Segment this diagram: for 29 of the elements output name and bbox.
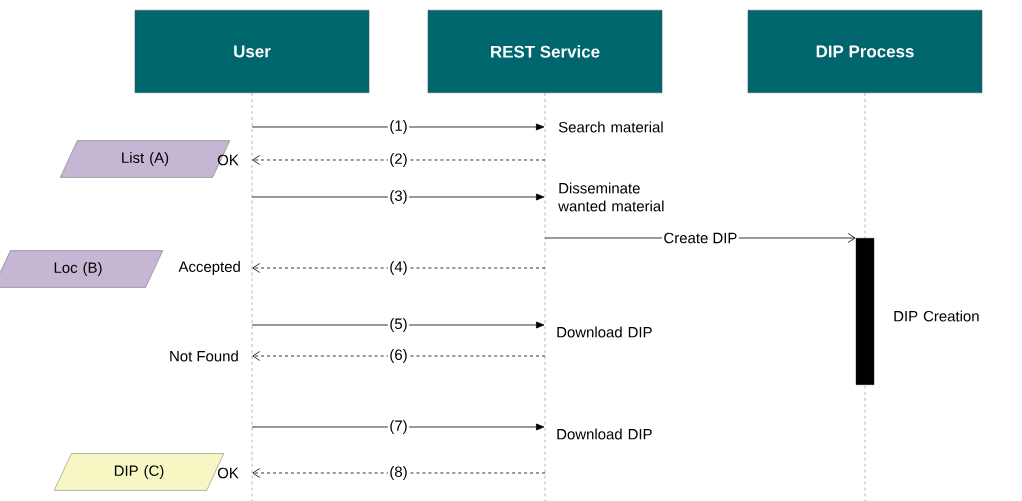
message-arrow: [251, 193, 545, 201]
edge-label: (6): [387, 347, 410, 365]
message-text: Search material: [558, 121, 663, 133]
message-text: Disseminate wanted material: [558, 182, 664, 212]
message-arrow: [252, 468, 546, 478]
participant-box: User: [134, 9, 370, 94]
edge-label: (2): [387, 151, 410, 169]
message-text: Download DIP: [557, 326, 652, 338]
participant-box: DIP Process: [747, 9, 983, 94]
participant-box: REST Service: [427, 9, 663, 94]
message-text: DIP Creation: [894, 310, 979, 322]
message-text: Not Found: [170, 350, 238, 362]
edge-label: (7): [387, 418, 410, 436]
message-arrow: [252, 351, 546, 361]
message-arrow: [252, 263, 546, 273]
edge-label: (4): [387, 259, 410, 277]
edge-label: (5): [387, 316, 410, 334]
message-arrow: [251, 423, 545, 431]
data-parallelogram: Loc (B): [0, 250, 164, 288]
message-arrow: [251, 321, 545, 329]
message-text: Download DIP: [557, 428, 652, 440]
edge-label: (1): [387, 118, 410, 136]
message-arrow: [252, 155, 546, 165]
message-arrow: [251, 123, 545, 131]
message-text: Accepted: [178, 261, 240, 275]
edge-label: (8): [387, 464, 410, 482]
edge-label: Create DIP: [661, 231, 739, 245]
activation-bar: [855, 238, 875, 385]
edge-label: (3): [387, 188, 410, 206]
